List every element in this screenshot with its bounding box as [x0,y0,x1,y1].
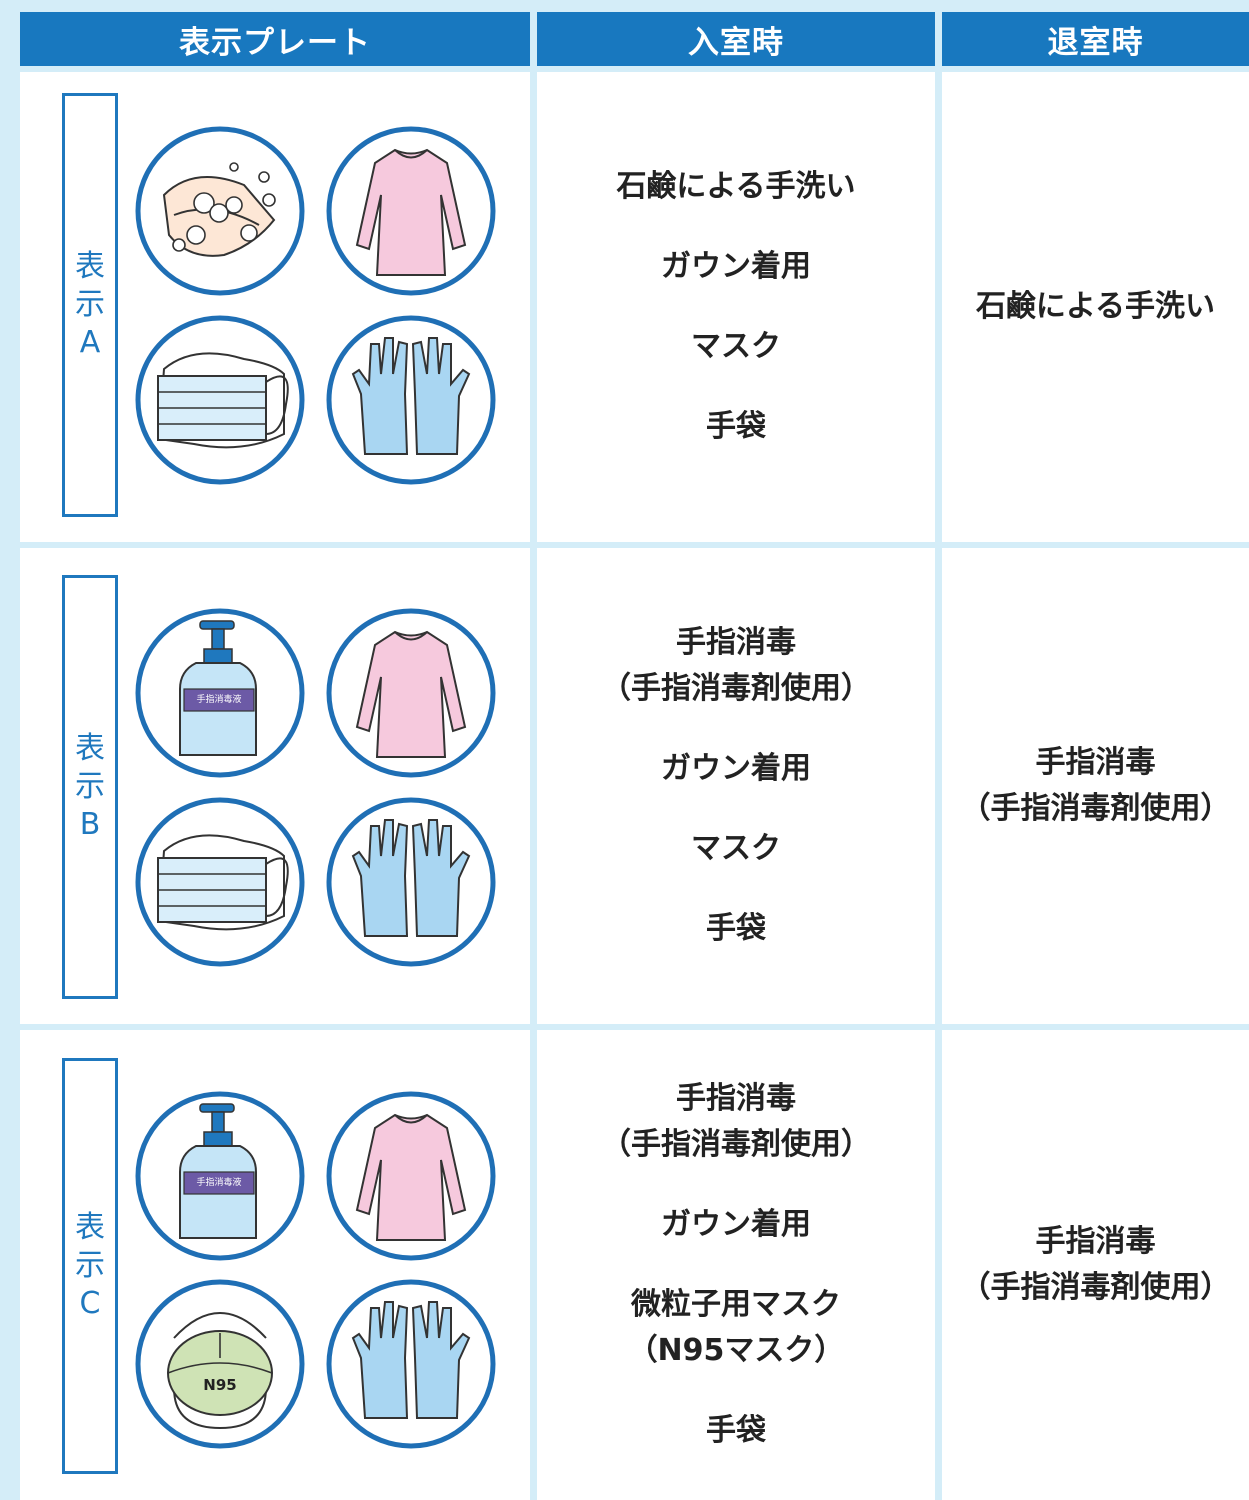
n95-mask-icon: N95 [134,1278,306,1450]
plate-label-char: C [79,1286,101,1321]
bottle-label: 手指消毒液 [196,695,242,705]
entry-item: 手指消毒（手指消毒剤使用） [601,625,871,706]
plate-label-b: 表 示 B [62,575,118,999]
plate-label-a: 表 示 A [62,93,118,517]
gown-icon [325,125,497,297]
header-display-plate: 表示プレート [20,12,530,66]
gown-icon [325,1090,497,1262]
row-c-plate-cell: 表 示 C 手指消毒液 [20,1030,530,1500]
plate-label-char: 示 [75,1248,105,1283]
handwashing-icon [134,125,306,297]
sanitizer-bottle-icon: 手指消毒液 [134,1090,306,1262]
entry-item: 手袋 [706,1413,766,1448]
sanitizer-bottle-icon: 手指消毒液 [134,607,306,779]
plate-label-char: 示 [75,769,105,804]
entry-item: ガウン着用 [661,751,811,786]
entry-item: 手袋 [706,911,766,946]
header-exit: 退室時 [942,12,1249,66]
header-entry: 入室時 [537,12,935,66]
entry-item: ガウン着用 [661,249,811,284]
plate-label-char: B [79,807,101,842]
n95-label: N95 [203,1376,237,1394]
exit-item: 石鹸による手洗い [975,289,1216,324]
row-c-entry-cell: 手指消毒（手指消毒剤使用） ガウン着用 微粒子用マスク（N95マスク） 手袋 [537,1030,935,1500]
gown-icon [325,607,497,779]
bottle-label: 手指消毒液 [196,1178,242,1188]
row-a-entry-cell: 石鹸による手洗い ガウン着用 マスク 手袋 [537,72,935,542]
row-b-exit-cell: 手指消毒（手指消毒剤使用） [942,548,1249,1024]
gloves-icon [325,796,497,968]
row-b-entry-cell: 手指消毒（手指消毒剤使用） ガウン着用 マスク 手袋 [537,548,935,1024]
entry-item: 微粒子用マスク（N95マスク） [627,1287,845,1368]
row-b-plate-cell: 表 示 B 手指消毒液 [20,548,530,1024]
row-c-exit-cell: 手指消毒（手指消毒剤使用） [942,1030,1249,1500]
entry-item: 手指消毒（手指消毒剤使用） [601,1081,871,1162]
gloves-icon [325,1278,497,1450]
plate-label-c: 表 示 C [62,1058,118,1474]
row-a-plate-cell: 表 示 A [20,72,530,542]
exit-item: 手指消毒（手指消毒剤使用） [960,1224,1231,1305]
entry-item: 石鹸による手洗い [616,169,856,204]
gloves-icon [325,314,497,486]
plate-label-char: A [79,325,101,360]
entry-item: 手袋 [706,409,766,444]
plate-label-char: 表 [75,1210,105,1245]
entry-item: ガウン着用 [661,1207,811,1242]
plate-label-char: 表 [75,249,105,284]
mask-icon [134,796,306,968]
exit-item: 手指消毒（手指消毒剤使用） [960,745,1231,826]
plate-label-char: 表 [75,731,105,766]
row-a-exit-cell: 石鹸による手洗い [942,72,1249,542]
entry-item: マスク [691,831,781,866]
mask-icon [134,314,306,486]
plate-label-char: 示 [75,287,105,322]
entry-item: マスク [691,329,781,364]
